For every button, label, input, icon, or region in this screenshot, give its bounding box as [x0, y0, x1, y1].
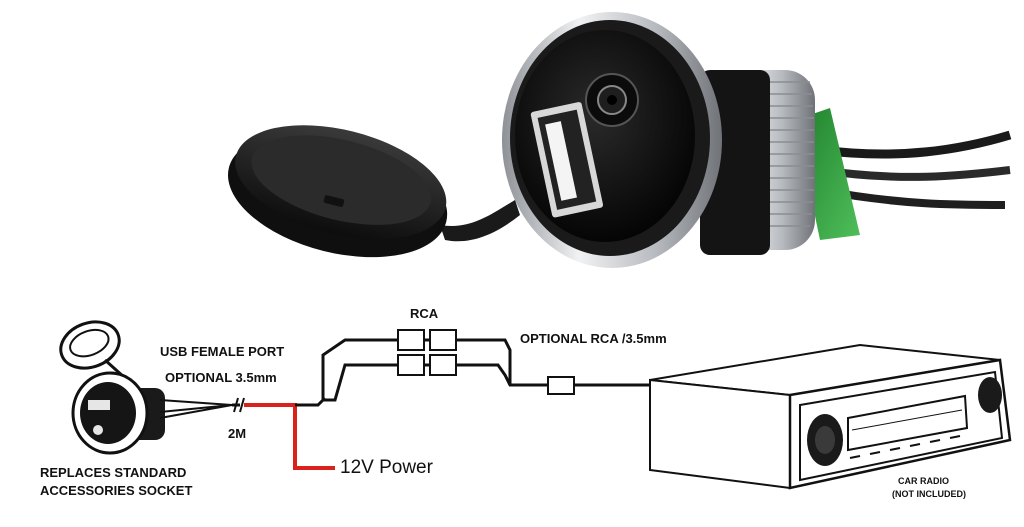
rca-plug [397, 354, 425, 376]
cap-strap [440, 200, 520, 242]
rca-label: RCA [410, 306, 439, 321]
rca-plug [429, 329, 457, 351]
cable-fan [159, 399, 233, 419]
rca-plug [429, 354, 457, 376]
dust-cap-icon [228, 125, 448, 258]
optional-rca-label: OPTIONAL RCA /3.5mm [520, 331, 667, 346]
cable-to-rca [295, 396, 327, 407]
replaces-label-line2: ACCESSORIES SOCKET [40, 483, 192, 498]
wiring-diagram: RCA OPTIONAL RCA /3.5mm USB FEMALE PORT … [40, 306, 1012, 499]
rca-wire-bottom [323, 363, 398, 402]
replaces-label-line1: REPLACES STANDARD [40, 465, 186, 480]
power-wire [244, 403, 335, 470]
rca-plug [397, 329, 425, 351]
jack-plug [547, 376, 575, 395]
socket-illustration-icon [59, 320, 165, 455]
cable-bundle [819, 130, 1012, 159]
car-radio-label-line2: (NOT INCLUDED) [892, 489, 966, 499]
product-photo [228, 12, 1012, 268]
rca-out-top [456, 338, 512, 385]
cable-length-label: 2M [228, 426, 246, 441]
car-radio-icon [649, 343, 1012, 490]
rca-out-bottom [456, 363, 548, 387]
usb-female-port-label: USB FEMALE PORT [160, 344, 284, 359]
cable-break [233, 397, 245, 413]
audio-jack-icon [585, 73, 639, 127]
usb-port-icon [530, 102, 604, 218]
optional-35mm-label: OPTIONAL 3.5mm [165, 370, 277, 385]
rca-wire-top [321, 338, 398, 400]
power-label: 12V Power [340, 457, 434, 478]
car-radio-label-line1: CAR RADIO [898, 476, 949, 486]
